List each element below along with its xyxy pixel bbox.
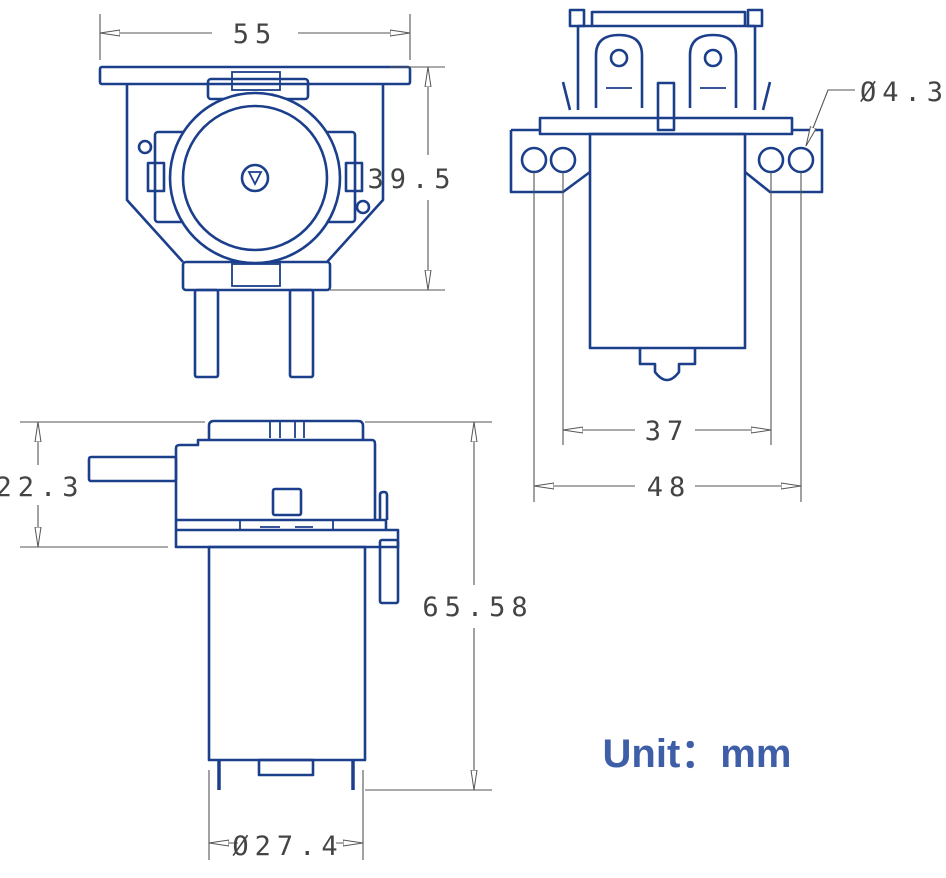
dim-text-39-5: 39.5	[367, 164, 456, 195]
dim-hole-diameter: Ø4.3	[805, 77, 946, 146]
dim-text-65-58: 65.58	[422, 592, 533, 623]
dim-motor-diameter-27-4: Ø27.4	[208, 770, 364, 862]
front-view	[98, 65, 412, 379]
side-view	[509, 8, 824, 382]
dim-text-hole-diameter: Ø4.3	[860, 77, 946, 108]
dim-text-27-4: Ø27.4	[232, 831, 343, 862]
dim-head-height-22-3: 22.3	[0, 421, 205, 548]
dim-spacing-37: 37	[533, 172, 802, 502]
dim-width-55: 55	[99, 14, 411, 60]
dim-height-39-5: 39.5	[330, 66, 456, 291]
dim-spacing-48: 48	[534, 472, 801, 503]
dim-text-37: 37	[645, 416, 690, 447]
dim-text-48: 48	[647, 472, 692, 503]
unit-label: Unit：mm	[603, 732, 792, 776]
elevation-view	[87, 419, 400, 790]
dim-total-height-65-58: 65.58	[365, 421, 533, 791]
dim-text-55: 55	[233, 19, 278, 50]
dim-text-22-3: 22.3	[0, 472, 85, 503]
